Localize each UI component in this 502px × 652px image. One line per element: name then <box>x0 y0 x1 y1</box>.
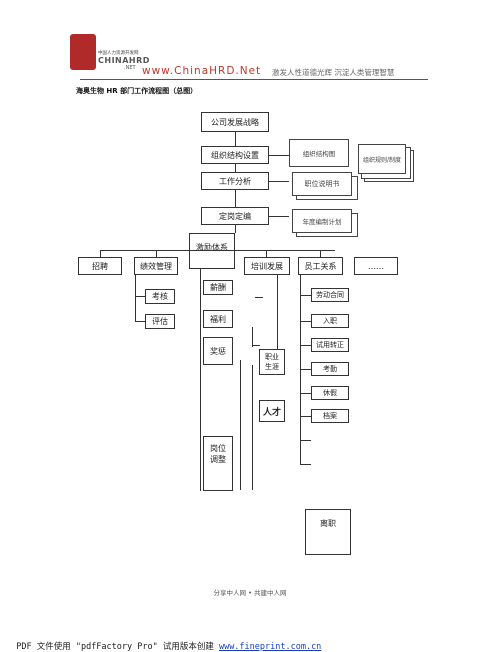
perf-item-evaluation: 评估 <box>145 314 175 329</box>
connector <box>300 321 311 322</box>
connector <box>135 296 145 297</box>
connector <box>269 216 289 217</box>
connector <box>252 365 253 490</box>
incentive-item-reward-penalty: 奖惩 <box>203 337 233 365</box>
connector <box>240 360 241 490</box>
perf-item-appraisal: 考核 <box>145 289 175 304</box>
connector <box>300 393 311 394</box>
org-setup-box: 组织结构设置 <box>201 146 269 164</box>
incentive-box: 激励体系 <box>189 233 235 269</box>
module-recruit: 招聘 <box>78 257 122 275</box>
job-analysis-box: 工作分析 <box>201 172 269 190</box>
connector <box>235 190 236 207</box>
incentive-item-welfare: 福利 <box>203 310 233 328</box>
connector <box>266 250 267 257</box>
relations-item-onboarding: 入职 <box>311 314 349 328</box>
connector <box>135 275 136 321</box>
connector <box>300 464 311 465</box>
job-desc-doc: 职位说明书 <box>292 172 352 196</box>
job-rotation-box: 岗位 调整 <box>203 436 233 491</box>
strategy-box: 公司发展战略 <box>201 112 269 132</box>
logo-text-line-2: CHINAHRD <box>98 56 150 65</box>
connector <box>252 345 260 346</box>
site-url[interactable]: www.ChinaHRD.Net <box>142 65 262 77</box>
relations-item-vacation: 休假 <box>311 386 349 400</box>
page-title: 海奥生物 HR 部门工作流程图（总图） <box>76 87 198 95</box>
logo-seal-icon <box>70 34 96 70</box>
connector <box>300 275 301 465</box>
header-divider <box>80 79 428 80</box>
module-training: 培训发展 <box>244 257 290 275</box>
connector <box>235 225 236 233</box>
org-regulation-doc: 组织规则/制度 <box>358 144 406 174</box>
relations-item-contract: 劳动合同 <box>311 288 349 302</box>
staffing-plan-doc: 年度编制计划 <box>292 209 352 233</box>
footer-text: 分享中人网 • 共建中人网 <box>213 589 287 597</box>
connector <box>300 416 311 417</box>
connector <box>100 250 101 257</box>
connector <box>200 269 201 491</box>
module-more: …… <box>354 257 398 275</box>
connector <box>300 345 311 346</box>
relations-item-attendance: 考勤 <box>311 362 349 376</box>
connector <box>252 327 253 347</box>
pdf-note-text: PDF 文件使用 "pdfFactory Pro" 试用版本创建 <box>16 642 219 652</box>
connector <box>135 321 145 322</box>
logo-text-line-3: .NET <box>124 65 136 71</box>
relations-item-archive: 档案 <box>311 409 349 423</box>
staffing-box: 定岗定编 <box>201 207 269 225</box>
pdf-note-link[interactable]: www.fineprint.com.cn <box>218 642 322 652</box>
connector <box>269 155 289 156</box>
connector <box>235 132 236 146</box>
connector <box>300 440 311 441</box>
connector <box>277 275 278 375</box>
connector <box>235 164 236 172</box>
connector <box>255 297 263 298</box>
incentive-item-salary: 薪酬 <box>203 280 233 295</box>
connector <box>320 250 321 257</box>
relations-item-probation: 试用转正 <box>311 338 349 352</box>
connector <box>300 295 311 296</box>
training-item-career: 职业 生涯 <box>259 349 285 375</box>
connector <box>300 369 311 370</box>
leave-box: 离职 <box>305 509 351 555</box>
module-performance: 绩效管理 <box>134 257 178 275</box>
org-chart-doc: 组织结构图 <box>289 139 349 167</box>
logo: 中国人力资源开发网 CHINAHRD .NET <box>68 34 158 74</box>
connector <box>156 250 157 257</box>
pdf-note: PDF 文件使用 "pdfFactory Pro" 试用版本创建 www.fin… <box>6 630 321 652</box>
training-item-talent: 人才 <box>259 400 285 422</box>
module-relations: 员工关系 <box>298 257 343 275</box>
connector <box>269 181 289 182</box>
module-bus <box>100 250 335 251</box>
logo-text-line-1: 中国人力资源开发网 <box>98 51 139 56</box>
site-slogan: 激发人性道德光辉 沉淀人类管理智慧 <box>272 68 395 77</box>
